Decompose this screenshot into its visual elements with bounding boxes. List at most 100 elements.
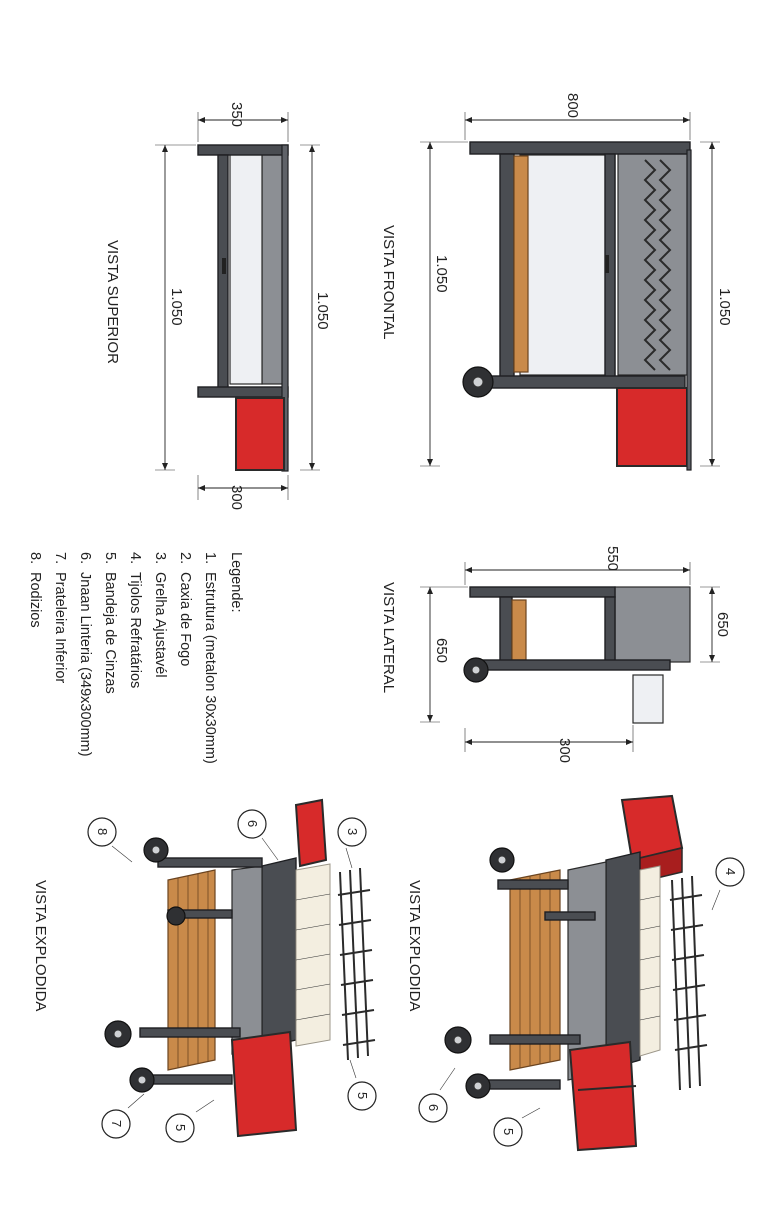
svg-text:Jnaan Linteria (349x300mm): Jnaan Linteria (349x300mm) (77, 572, 93, 757)
superior-bottom-rail (197, 386, 289, 398)
upper-leg-3 (479, 1079, 561, 1090)
frontal-handle (605, 255, 609, 273)
lateral-dim-top-right: 650 (714, 612, 731, 637)
svg-text:Grelha Ajustavél: Grelha Ajustavél (152, 572, 168, 678)
lower-top-frame-rail (261, 857, 297, 1049)
superior-top-rail (197, 144, 289, 156)
upper-leg-4 (544, 911, 596, 921)
frontal-left-post (499, 153, 515, 380)
upper-leg-2 (489, 1034, 581, 1045)
lower-callout-5b (165, 1113, 195, 1143)
frontal-title: VISTA FRONTAL (380, 225, 397, 339)
legend: Legende: 1. Estrutura (metalon 30x30mm) … (27, 552, 244, 764)
svg-text:7.: 7. (52, 552, 68, 564)
lateral-ash-tray (632, 674, 664, 724)
vista-lateral: 550 650 650 300 VISTA LATERAL (380, 546, 731, 763)
lower-callout-5a (347, 1081, 377, 1111)
lower-leg-1 (157, 857, 263, 868)
lateral-dim-top: 550 (604, 546, 621, 571)
frontal-wood-shelf (513, 155, 529, 373)
svg-text:7: 7 (109, 1120, 124, 1127)
lower-red-box-bottom (230, 1030, 298, 1138)
lateral-front-post (604, 596, 616, 664)
lower-red-box-top (294, 798, 328, 868)
legend-title: Legende: (228, 552, 244, 612)
superior-handle (222, 258, 226, 274)
superior-dim-bottom: 300 (228, 485, 245, 510)
svg-text:Bandeja de Cinzas: Bandeja de Cinzas (102, 572, 118, 694)
svg-text:8: 8 (95, 828, 110, 835)
lateral-top-rail (469, 586, 616, 598)
superior-title: VISTA SUPERIOR (104, 240, 121, 364)
frontal-dim-top: 800 (564, 93, 581, 118)
lower-firebrick (295, 863, 331, 1047)
upper-callout-4 (715, 857, 745, 887)
frontal-dim-left: 1.050 (433, 255, 450, 293)
frontal-side-rail (686, 149, 692, 471)
frontal-glass-panel (519, 154, 616, 376)
frontal-top-rail (469, 141, 691, 155)
legend-item-5: 5. Bandeja de Cinzas (102, 552, 118, 694)
svg-text:5: 5 (173, 1124, 188, 1131)
svg-text:8.: 8. (27, 552, 43, 564)
exploded-view-upper: 4 6 5 VISTA EXPLODIDA (406, 794, 745, 1152)
lateral-title: VISTA LATERAL (380, 582, 397, 693)
upper-red-box-bottom (568, 1040, 638, 1152)
svg-text:5: 5 (355, 1092, 370, 1099)
exploded-title-lower: VISTA EXPLODIDA (32, 880, 49, 1011)
lateral-dim-left: 650 (433, 638, 450, 663)
svg-text:2.: 2. (177, 552, 193, 564)
svg-text:5: 5 (501, 1128, 516, 1135)
upper-grate (669, 875, 708, 1091)
lower-grate (337, 867, 376, 1061)
svg-text:Tijolos Refratários: Tijolos Refratários (127, 572, 143, 688)
lateral-dim-bottom: 300 (556, 738, 573, 763)
upper-firebrick (639, 865, 661, 1057)
lower-firebox-body (231, 865, 263, 1055)
lower-callout-3 (337, 817, 367, 847)
frontal-firebox (617, 149, 689, 376)
lower-wheel-2 (166, 906, 186, 926)
lower-leg-3 (139, 1027, 241, 1038)
upper-leg-1 (497, 879, 569, 890)
upper-callout-5 (493, 1117, 523, 1147)
upper-callout-6 (418, 1093, 448, 1123)
lateral-back-post (499, 596, 513, 664)
svg-text:1.: 1. (202, 552, 218, 564)
vista-superior: 350 1.050 1.050 300 VISTA SUPERIOR (104, 102, 331, 510)
legend-item-8: 8. Rodizios (27, 552, 43, 628)
superior-glass-panel (229, 151, 263, 385)
svg-text:5.: 5. (102, 552, 118, 564)
lower-callout-7 (101, 1109, 131, 1139)
lower-callout-8 (87, 817, 117, 847)
frontal-bottom-rail (469, 375, 686, 389)
frontal-firebox-zigzag (643, 159, 672, 371)
superior-dim-right: 1.050 (314, 292, 331, 330)
svg-text:4: 4 (723, 868, 738, 875)
svg-text:Prateleira Inferior: Prateleira Inferior (52, 572, 68, 683)
superior-dim-top: 350 (228, 102, 245, 127)
exploded-view-lower: 3 6 8 5 5 7 VISTA EXPLODIDA (32, 798, 377, 1143)
lateral-wood-shelf (511, 599, 527, 661)
lateral-firebox (614, 586, 691, 663)
vista-frontal: 800 1.050 1.050 VISTA FRONTAL (380, 93, 733, 471)
superior-firebox (261, 151, 285, 385)
svg-text:6: 6 (245, 820, 260, 827)
svg-text:Rodizios: Rodizios (27, 572, 43, 628)
legend-item-2: 2. Caxia de Fogo (177, 552, 193, 666)
legend-item-6: 6. Jnaan Linteria (349x300mm) (77, 552, 93, 757)
lower-callout-6 (237, 809, 267, 839)
svg-text:6.: 6. (77, 552, 93, 564)
legend-item-3: 3. Grelha Ajustavél (152, 552, 168, 678)
legend-item-7: 7. Prateleira Inferior (52, 552, 68, 683)
svg-text:Caxia de Fogo: Caxia de Fogo (177, 572, 193, 666)
legend-item-4: 4. Tijolos Refratários (127, 552, 143, 688)
exploded-title-upper: VISTA EXPLODIDA (406, 880, 423, 1011)
svg-text:3.: 3. (152, 552, 168, 564)
svg-text:4.: 4. (127, 552, 143, 564)
svg-text:3: 3 (345, 828, 360, 835)
lateral-bottom-rail (469, 659, 671, 671)
svg-text:Estrutura (metalon 30x30mm): Estrutura (metalon 30x30mm) (202, 572, 218, 764)
